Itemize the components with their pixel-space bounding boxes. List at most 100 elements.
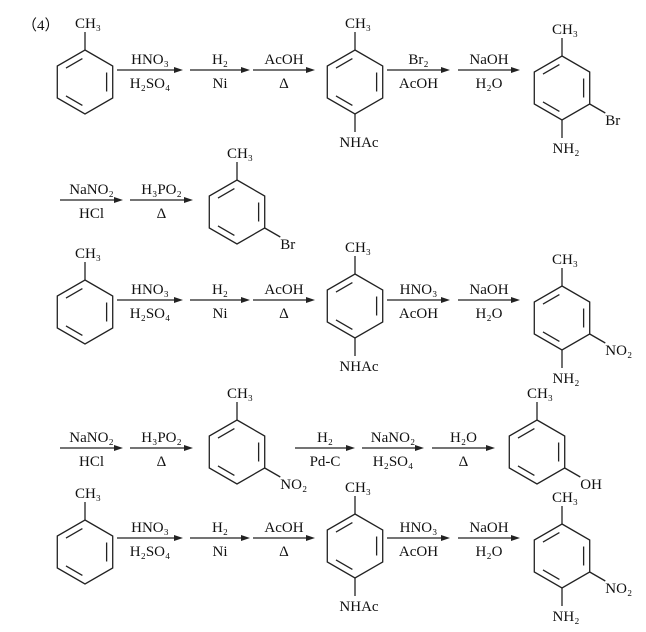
reagent-below: Δ xyxy=(279,306,289,322)
double-bond xyxy=(65,325,83,337)
reagent-below: Δ xyxy=(279,76,289,92)
toluene: CH₃ xyxy=(56,486,114,585)
substituent-bond xyxy=(264,467,281,478)
substituent-top: CH₃ xyxy=(227,146,253,162)
reagent-below: H₂SO₄ xyxy=(130,76,170,92)
arrowhead-icon xyxy=(415,445,424,451)
double-bond xyxy=(542,101,560,113)
substituent-lower-right: NO₂ xyxy=(605,343,632,359)
arrowhead-icon xyxy=(241,535,250,541)
scheme-layer: HNO₃H₂SO₄H₂NiAcOHΔBr₂AcOHNaOHH₂ONaNO₂HCl… xyxy=(56,16,632,625)
benzene-ring xyxy=(533,523,591,589)
reagent-above: AcOH xyxy=(264,520,303,536)
double-bond xyxy=(65,95,83,107)
route-c-step: AcOH Δ xyxy=(253,520,315,560)
benzene-ring xyxy=(208,179,266,245)
reagent-above: H₂ xyxy=(212,520,228,536)
arrowhead-icon xyxy=(306,535,315,541)
arrowhead-icon xyxy=(441,535,450,541)
substituent-bond xyxy=(589,103,606,114)
m-bromotoluene: CH₃ Br xyxy=(208,146,295,253)
substituent-top: CH₃ xyxy=(75,486,101,502)
reagent-below: H₂O xyxy=(476,544,503,560)
reagent-above: H₃PO₂ xyxy=(141,182,181,198)
substituent-bond xyxy=(264,227,281,238)
substituent-lower-right: NO₂ xyxy=(605,581,632,597)
arrowhead-icon xyxy=(174,535,183,541)
route-c-step: H₂ Ni xyxy=(190,520,250,560)
reagent-below: Ni xyxy=(213,544,228,560)
double-bond xyxy=(335,559,353,571)
arrowhead-icon xyxy=(114,445,123,451)
reagent-below: Δ xyxy=(157,454,167,470)
reagent-below: HCl xyxy=(79,454,104,470)
arrowhead-icon xyxy=(184,445,193,451)
benzene-ring xyxy=(326,513,384,579)
reagent-below: Δ xyxy=(157,206,167,222)
double-bond xyxy=(517,465,535,477)
substituent-lower-right: NO₂ xyxy=(280,477,307,493)
double-bond xyxy=(65,527,83,539)
double-bond xyxy=(65,565,83,577)
reagent-below: Δ xyxy=(279,544,289,560)
double-bond xyxy=(542,63,560,75)
reagent-above: NaOH xyxy=(469,52,508,68)
reagent-below: AcOH xyxy=(399,306,438,322)
double-bond xyxy=(335,319,353,331)
double-bond xyxy=(217,187,235,199)
arrowhead-icon xyxy=(241,67,250,73)
substituent-bottom: NHAc xyxy=(339,359,378,375)
substituent-bond xyxy=(564,467,581,478)
arrowhead-icon xyxy=(306,297,315,303)
reagent-above: Br₂ xyxy=(408,52,428,68)
reagent-below: H₂O xyxy=(476,76,503,92)
double-bond xyxy=(335,281,353,293)
double-bond xyxy=(335,521,353,533)
arrowhead-icon xyxy=(174,297,183,303)
reagent-above: HNO₃ xyxy=(400,520,438,536)
substituent-lower-right: OH xyxy=(580,477,602,493)
reagent-above: H₂ xyxy=(212,282,228,298)
benzene-ring xyxy=(56,49,114,115)
benzene-ring xyxy=(208,419,266,485)
substituent-lower-right: Br xyxy=(605,113,620,129)
route-b-step: H₂ Ni xyxy=(190,282,250,322)
substituent-bond xyxy=(589,571,606,582)
reagent-below: Ni xyxy=(213,306,228,322)
arrowhead-icon xyxy=(346,445,355,451)
toluene: CH₃ xyxy=(56,16,114,115)
reagent-above: HNO₃ xyxy=(131,52,169,68)
substituent-top: CH₃ xyxy=(75,246,101,262)
arrowhead-icon xyxy=(306,67,315,73)
reagent-below: Ni xyxy=(213,76,228,92)
benzene-ring xyxy=(533,55,591,121)
reagent-below: Pd-C xyxy=(310,454,341,470)
reagent-above: NaNO₂ xyxy=(371,430,415,446)
double-bond xyxy=(217,225,235,237)
double-bond xyxy=(65,57,83,69)
reagent-below: H₂SO₄ xyxy=(373,454,413,470)
double-bond xyxy=(65,287,83,299)
double-bond xyxy=(542,331,560,343)
route-b-step: NaNO₂ H₂SO₄ xyxy=(362,430,424,470)
substituent-lower-right: Br xyxy=(280,237,295,253)
toluene: CH₃ xyxy=(56,246,114,345)
reagent-below: H₂O xyxy=(476,306,503,322)
substituent-bond xyxy=(589,333,606,344)
double-bond xyxy=(217,427,235,439)
benzene-ring xyxy=(508,419,566,485)
